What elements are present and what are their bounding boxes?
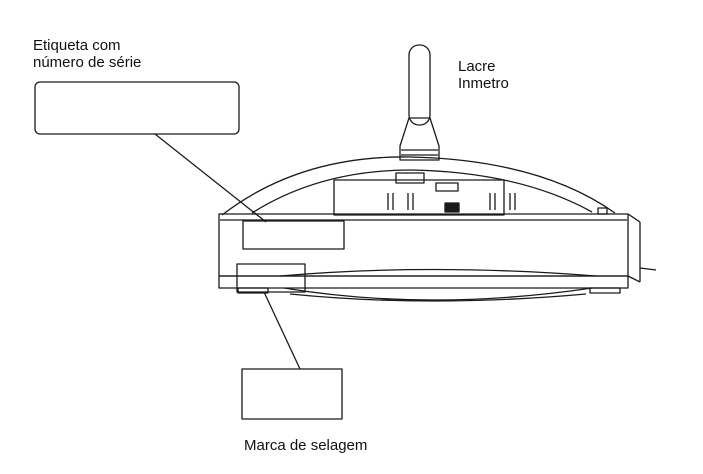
sealing-leader-line bbox=[263, 291, 301, 370]
inmetro-seal-label: Lacre Inmetro bbox=[458, 58, 509, 92]
serial-label-line-2: número de série bbox=[33, 54, 142, 71]
dome-cover bbox=[221, 156, 616, 216]
sealing-mark bbox=[236, 263, 306, 293]
serial-label-callout-box bbox=[34, 81, 240, 135]
base-plate bbox=[218, 275, 629, 289]
sealing-callout-box bbox=[241, 368, 343, 420]
curved-bottom bbox=[283, 287, 593, 301]
serial-tag bbox=[242, 220, 345, 250]
antenna bbox=[408, 44, 431, 126]
sealing-mark-label: Marca de selagem bbox=[244, 437, 368, 454]
lacre-label-line-2: Inmetro bbox=[458, 75, 509, 92]
lacre-label-line-1: Lacre bbox=[458, 58, 496, 75]
serial-number-label: Etiqueta com número de série bbox=[33, 37, 141, 71]
serial-leader-line bbox=[154, 133, 267, 223]
top-components bbox=[333, 172, 608, 216]
inmetro-seal bbox=[399, 117, 440, 161]
main-body bbox=[218, 213, 629, 277]
serial-label-line-1: Etiqueta com bbox=[33, 37, 121, 54]
